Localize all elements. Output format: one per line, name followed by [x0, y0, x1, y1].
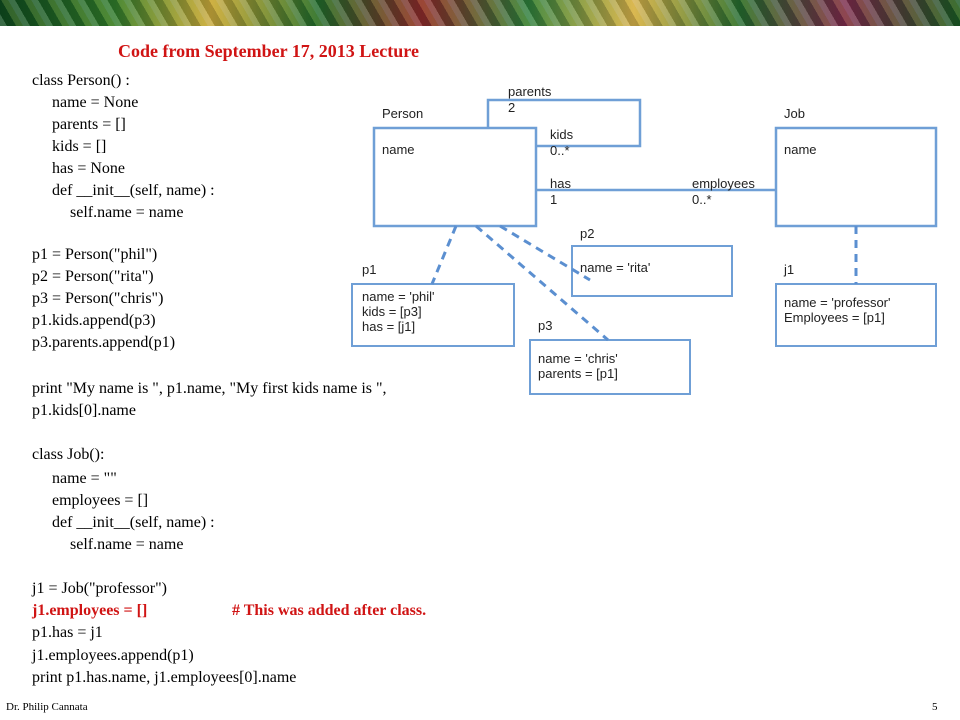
p3-label: p3	[538, 318, 552, 333]
p1-label: p1	[362, 262, 376, 277]
p2-label: p2	[580, 226, 594, 241]
parents-multiplicity: 2	[508, 100, 515, 115]
code-line: p3.parents.append(p1)	[32, 334, 176, 351]
person-class-box	[372, 126, 538, 228]
j1-line: name = 'professor'	[784, 295, 891, 310]
kids-role-label: kids	[550, 127, 574, 142]
p1-line: kids = [p3]	[362, 304, 422, 319]
code-comment: # This was added after class.	[232, 602, 427, 619]
code-line: j1.employees.append(p1)	[32, 647, 194, 664]
code-line: p3 = Person("chris")	[32, 290, 164, 307]
code-line: employees = []	[52, 492, 149, 509]
employees-role-label: employees	[692, 176, 755, 191]
code-line: def __init__(self, name) :	[52, 182, 215, 199]
code-line: j1 = Job("professor")	[32, 580, 167, 597]
code-line: kids = []	[52, 138, 107, 155]
p2-object-box	[571, 245, 733, 297]
code-line: self.name = name	[70, 204, 184, 221]
j1-line: Employees = [p1]	[784, 310, 885, 325]
slide-title: Code from September 17, 2013 Lecture	[118, 41, 419, 61]
code-line: p1 = Person("phil")	[32, 246, 158, 263]
code-line: p1.has = j1	[32, 624, 103, 641]
code-line: print "My name is ", p1.name, "My first …	[32, 380, 387, 397]
job-class-header: Job	[784, 106, 805, 121]
code-line: name = None	[52, 94, 139, 111]
has-role-label: has	[550, 176, 571, 191]
code-line: p1.kids[0].name	[32, 402, 136, 419]
decorative-banner	[0, 0, 960, 26]
instance-link-p2	[499, 224, 591, 282]
p1-line: has = [j1]	[362, 319, 415, 334]
person-class-attr: name	[382, 142, 415, 157]
kids-multiplicity: 0..*	[550, 143, 570, 158]
job-class-box	[774, 126, 938, 228]
p1-line: name = 'phil'	[362, 289, 435, 304]
instance-link-p3	[475, 224, 609, 342]
parents-role-label: parents	[508, 84, 552, 99]
employees-multiplicity: 0..*	[692, 192, 712, 207]
code-line: print p1.has.name, j1.employees[0].name	[32, 669, 297, 686]
j1-label: j1	[783, 262, 794, 277]
person-class-header: Person	[382, 106, 423, 121]
p1-object-box	[351, 283, 515, 347]
has-multiplicity: 1	[550, 192, 557, 207]
self-association-line	[486, 98, 642, 148]
p2-line: name = 'rita'	[580, 260, 650, 275]
code-line: self.name = name	[70, 536, 184, 553]
code-line-highlight: j1.employees = []	[32, 602, 148, 619]
code-line: parents = []	[52, 116, 126, 133]
code-line: p2 = Person("rita")	[32, 268, 154, 285]
p3-object-box	[529, 339, 691, 395]
code-line: p1.kids.append(p3)	[32, 312, 156, 329]
code-line: has = None	[52, 160, 126, 177]
code-line: name = ""	[52, 470, 117, 487]
footer-author: Dr. Philip Cannata	[6, 701, 88, 713]
instance-link-p1	[430, 225, 458, 285]
code-line: class Person() :	[32, 72, 130, 89]
page-number: 5	[932, 701, 938, 713]
job-class-attr: name	[784, 142, 817, 157]
p3-line: name = 'chris'	[538, 351, 618, 366]
code-line: def __init__(self, name) :	[52, 514, 215, 531]
code-line: class Job():	[32, 446, 105, 463]
p3-line: parents = [p1]	[538, 366, 618, 381]
